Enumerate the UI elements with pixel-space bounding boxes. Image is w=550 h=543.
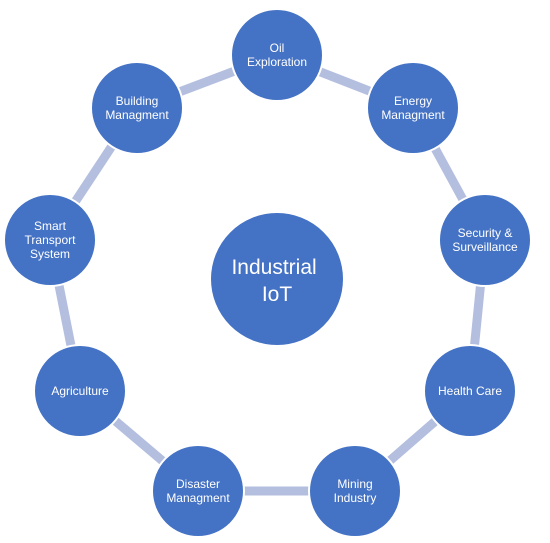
node-label-line: System	[30, 247, 70, 261]
cycle-node: Agriculture	[33, 344, 127, 438]
cycle-node: Health Care	[423, 344, 517, 438]
node-label-line: Security &	[458, 226, 513, 240]
node-circle	[423, 344, 517, 438]
node-label-line: Oil	[270, 41, 285, 55]
node-label-line: Building	[116, 94, 159, 108]
node-circle	[3, 193, 97, 287]
node-label-line: Smart	[34, 219, 67, 233]
node-circle	[308, 444, 402, 538]
node-circle	[366, 61, 460, 155]
node-circle	[438, 193, 532, 287]
node-label-line: Surveillance	[452, 240, 518, 254]
center-label-line-2: IoT	[262, 283, 293, 306]
center-node: Industrial IoT	[209, 211, 345, 347]
node-label-line: Disaster	[176, 477, 220, 491]
center-circle	[209, 211, 345, 347]
node-circle	[151, 444, 245, 538]
node-label-line: Agriculture	[51, 384, 109, 398]
node-label: Agriculture	[51, 384, 109, 398]
cycle-node: Security &Surveillance	[438, 193, 532, 287]
node-label-line: Energy	[394, 94, 432, 108]
node-label-line: Industry	[334, 491, 377, 505]
node-circle	[230, 8, 324, 102]
node-label: Health Care	[438, 384, 502, 398]
node-label: Security &Surveillance	[452, 226, 518, 254]
node-label-line: Exploration	[247, 55, 307, 69]
node-label-line: Health Care	[438, 384, 502, 398]
node-circle	[33, 344, 127, 438]
center-label: Industrial IoT	[231, 256, 322, 306]
node-label-line: Managment	[166, 491, 230, 505]
node-label-line: Managment	[381, 108, 445, 122]
node-circle	[90, 61, 184, 155]
node-label-line: Mining	[337, 477, 372, 491]
node-label-line: Transport	[25, 233, 77, 247]
center-label-line-1: Industrial	[231, 256, 316, 279]
node-label-line: Managment	[105, 108, 169, 122]
